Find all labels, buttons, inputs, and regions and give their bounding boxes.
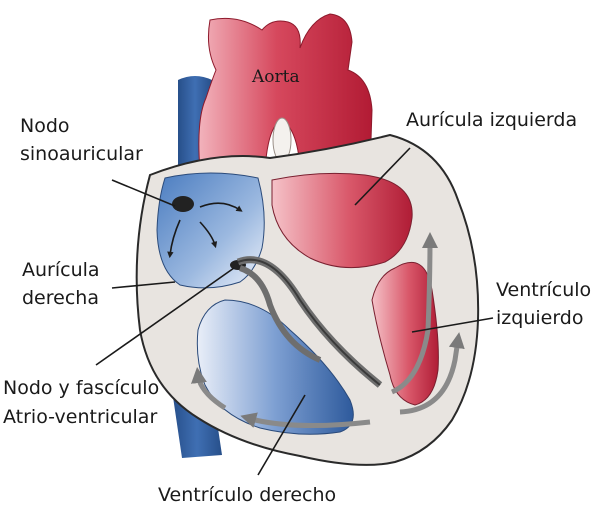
- sinoatrial-node: [172, 196, 194, 212]
- leader-av-node: [95, 267, 235, 366]
- label-left-ventricle-1: Ventrículo: [496, 279, 591, 301]
- leader-right-atrium: [111, 281, 176, 289]
- leader-sa-node: [111, 179, 176, 207]
- label-right-atrium-2: derecha: [22, 287, 99, 309]
- label-right-atrium-1: Aurícula: [22, 259, 100, 281]
- label-aorta: Aorta: [251, 67, 300, 87]
- leader-right-ventricle: [257, 394, 306, 476]
- label-sa-node-1: Nodo: [20, 115, 70, 137]
- label-sa-node-2: sinoauricular: [20, 143, 143, 165]
- leader-left-ventricle: [411, 317, 494, 333]
- leader-left-atrium: [354, 147, 411, 206]
- aorta: [198, 13, 373, 171]
- left-atrium: [271, 172, 413, 269]
- left-ventricle: [371, 261, 439, 406]
- label-av-node-2: Atrio-ventricular: [3, 406, 157, 428]
- label-av-node-1: Nodo y fascículo: [3, 377, 159, 399]
- label-left-ventricle-2: izquierdo: [496, 307, 584, 329]
- arrow-icon: [167, 202, 243, 259]
- label-left-atrium: Aurícula izquierda: [406, 109, 577, 131]
- label-right-ventricle: Ventrículo derecho: [158, 484, 336, 506]
